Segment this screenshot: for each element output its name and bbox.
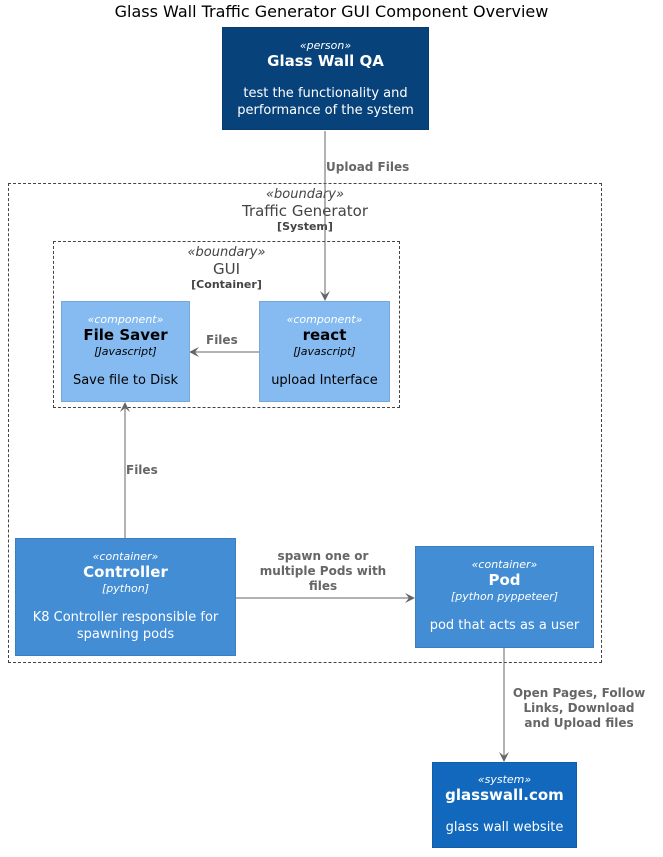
node-react[interactable]: «component» react [Javascript] upload In… (259, 301, 390, 402)
node-stereotype: «container» (471, 558, 538, 571)
edge-label-line: Links, Download (523, 701, 635, 715)
node-stereotype: «system» (477, 773, 532, 786)
node-description: performance of the system (237, 103, 414, 118)
boundary-type: [System] (277, 220, 333, 233)
node-description: test the functionality and (243, 86, 408, 101)
node-name: Glass Wall QA (267, 52, 384, 70)
node-stereotype: «component» (87, 313, 164, 326)
node-name: glasswall.com (445, 786, 564, 804)
node-stereotype: «person» (299, 39, 352, 52)
node-description: upload Interface (271, 373, 378, 388)
node-name: Controller (83, 563, 168, 581)
edge-label-line: multiple Pods with (259, 564, 387, 578)
node-stereotype: «component» (286, 313, 363, 326)
edge-label-open-pages: Open Pages, Follow Links, Download and U… (500, 686, 658, 731)
node-description: K8 Controller responsible for (32, 610, 219, 625)
node-glass-wall-qa[interactable]: «person» Glass Wall QA test the function… (222, 27, 429, 130)
boundary-name: Traffic Generator (241, 202, 368, 220)
node-name: react (302, 326, 347, 344)
edge-label-line: files (308, 579, 338, 593)
node-description: spawning pods (76, 627, 175, 642)
node-technology: [Javascript] (94, 345, 157, 358)
node-name: File Saver (83, 326, 168, 344)
node-technology: [Javascript] (293, 345, 356, 358)
edge-label-spawn-pods: spawn one or multiple Pods with files (238, 549, 408, 594)
node-description: glass wall website (445, 820, 564, 835)
edge-label-files: Files (206, 333, 238, 347)
node-glasswall-com[interactable]: «system» glasswall.com glass wall websit… (432, 762, 577, 848)
boundary-type: [Container] (191, 278, 262, 291)
node-description: pod that acts as a user (429, 618, 580, 633)
node-name: Pod (488, 571, 521, 589)
boundary-gui: «boundary» GUI [Container] (53, 241, 400, 408)
edge-label-files: Files (126, 463, 158, 477)
node-description: Save file to Disk (72, 373, 179, 388)
edge-label-line: Open Pages, Follow (512, 686, 646, 700)
node-stereotype: «container» (92, 550, 159, 563)
node-file-saver[interactable]: «component» File Saver [Javascript] Save… (61, 301, 190, 402)
diagram-title: Glass Wall Traffic Generator GUI Compone… (114, 2, 549, 21)
edge-label-line: and Upload files (524, 716, 634, 730)
edge-label-upload-files: Upload Files (326, 160, 410, 174)
node-pod[interactable]: «container» Pod [python pyppeteer] pod t… (415, 546, 594, 648)
edge-label-line: spawn one or (277, 549, 369, 563)
boundary-name: GUI (212, 260, 241, 278)
node-controller[interactable]: «container» Controller [python] K8 Contr… (15, 538, 236, 656)
node-technology: [python] (101, 582, 150, 595)
boundary-stereotype: «boundary» (187, 245, 266, 260)
node-technology: [python pyppeteer] (450, 590, 559, 603)
